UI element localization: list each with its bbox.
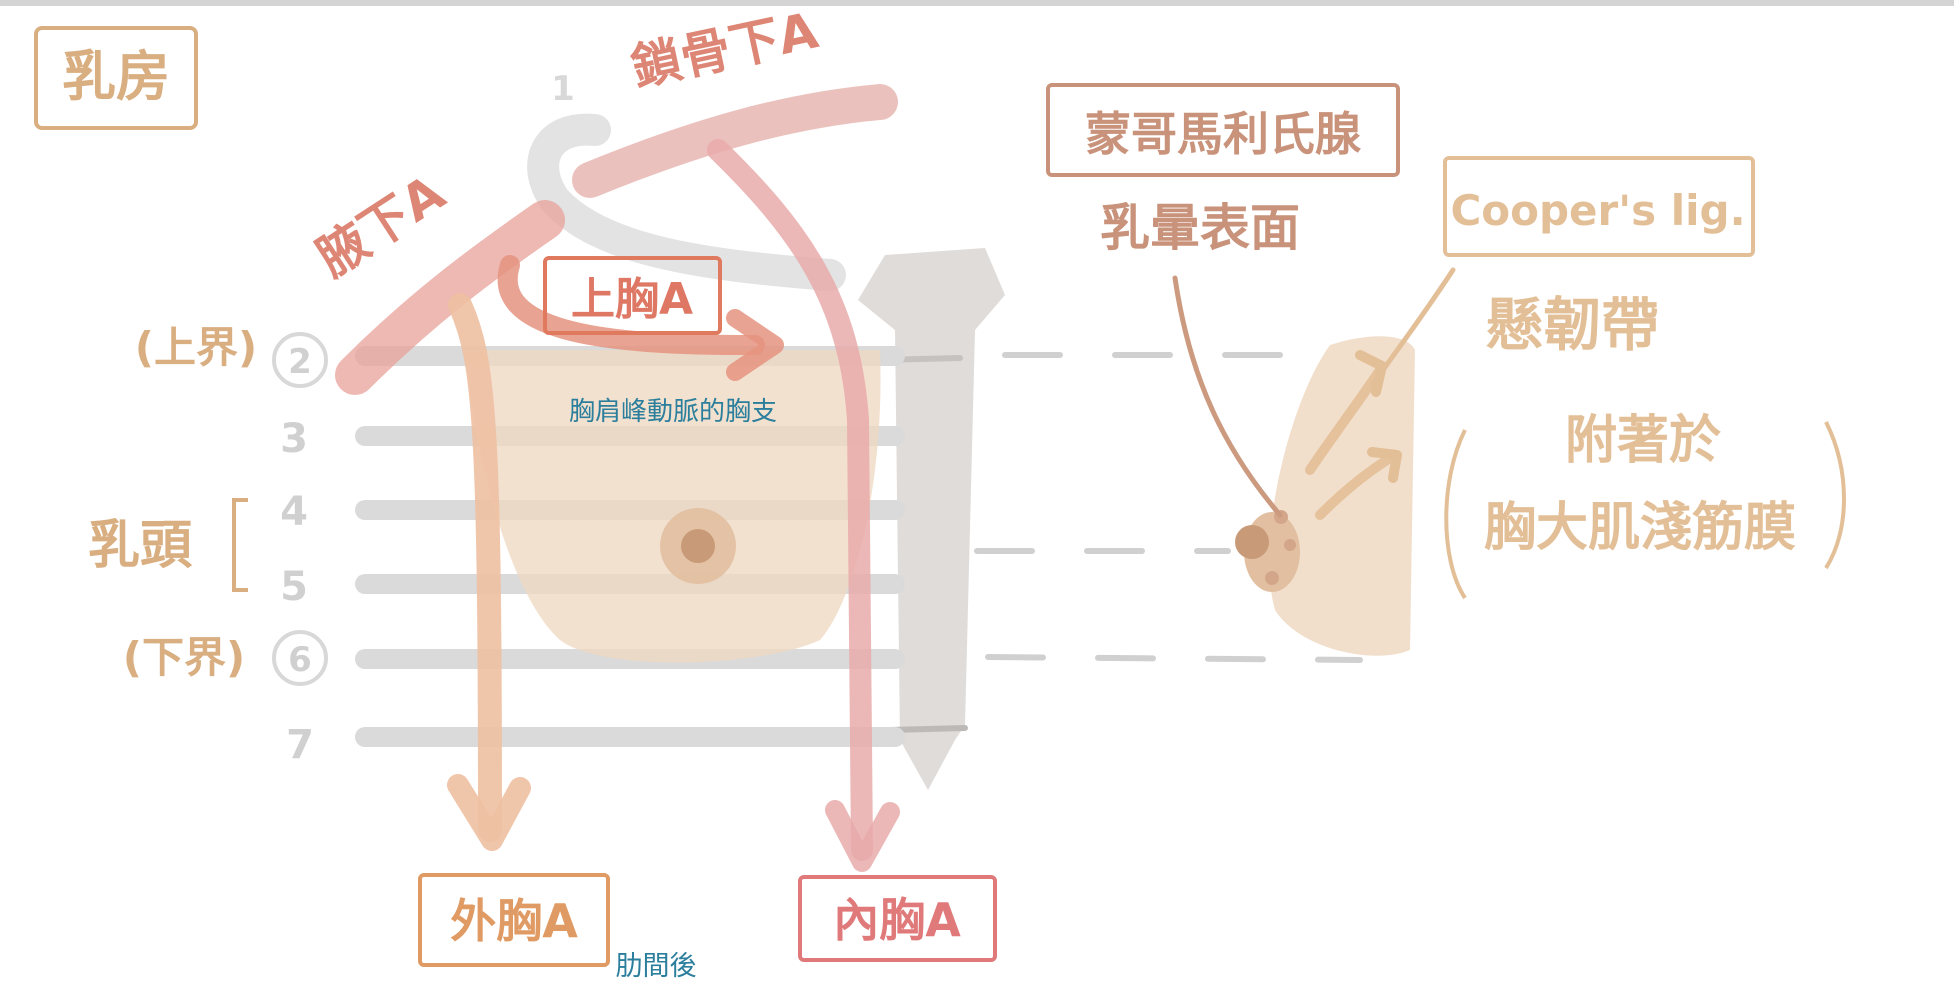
montgomery-box [1046,83,1400,177]
suspensory-label: 懸韌帶 [1485,291,1659,359]
rib-number-4: 4 [280,489,308,535]
cooper-ligament-2 [1315,450,1400,520]
montgomery-label: 蒙哥馬利氏腺 [1085,107,1361,161]
attach-paren-right [1824,421,1846,570]
rib-number-6: 6 [288,640,312,680]
internal-thoracic-artery [707,139,873,861]
axillary-label: 腋下A [307,163,455,287]
superior-thoracic-arrowhead [726,309,784,381]
cooper-ligament-1-arrowhead [1355,350,1387,397]
lower-boundary-label: (下界) [123,633,245,682]
upper-boundary-label: (上界) [135,323,257,372]
cooper-ligament-2-arrowhead [1367,447,1402,483]
attach-line-1: 附著於 [1565,411,1721,471]
rib-6-circle [272,630,328,686]
cooper-pointer [1369,267,1456,388]
breast-front [465,350,881,663]
internal-thoracic-arrowhead [825,800,900,872]
internal-thoracic-box [798,875,997,962]
nipple-level-label: 乳頭 [88,516,193,576]
nipple-bracket [232,498,248,592]
dashed-line-lower [985,654,1363,663]
rib-number-1: 1 [551,69,575,109]
subclavian-label: 鎖骨下A [626,1,823,97]
lateral-thoracic-box [418,873,610,967]
rib-number-2: 2 [288,342,312,382]
attach-line-2: 胸大肌淺筋膜 [1484,498,1796,558]
clavicle [527,113,846,291]
nipple-front [681,529,715,563]
rib-number-3: 3 [280,416,308,462]
intercostal-note: 肋間後 [616,951,697,982]
montgomery-pointer [1172,275,1283,518]
nipple-side [1235,525,1269,559]
lateral-thoracic-arrowhead [447,774,531,851]
axillary-artery [335,200,565,395]
superior-thoracic-label: 上胸A [571,274,693,325]
attach-paren-left [1444,429,1467,600]
title-label: 乳房 [62,45,170,108]
thoracoacromial-note: 胸肩峰動脈的胸支 [569,397,777,427]
montgomery-gland-2 [1284,539,1296,551]
montgomery-gland-3 [1265,571,1279,585]
areola-surface-label: 乳暈表面 [1100,199,1300,257]
top-border [0,0,1954,6]
lateral-thoracic-label: 外胸A [450,894,578,948]
cooper-label: Cooper's lig. [1450,186,1745,235]
rib-number-7: 7 [286,722,314,768]
dashed-guides [974,352,1363,663]
xiphoid-junction [887,725,968,733]
sternum [858,248,1005,790]
superior-thoracic-box [543,256,722,335]
rib-number-5: 5 [280,564,308,610]
subclavian-artery [572,84,898,198]
lateral-thoracic-artery [448,293,502,842]
cooper-box [1443,156,1755,257]
internal-thoracic-label: 內胸A [833,893,961,947]
title-box [34,26,198,130]
rib-2-circle [272,332,328,388]
